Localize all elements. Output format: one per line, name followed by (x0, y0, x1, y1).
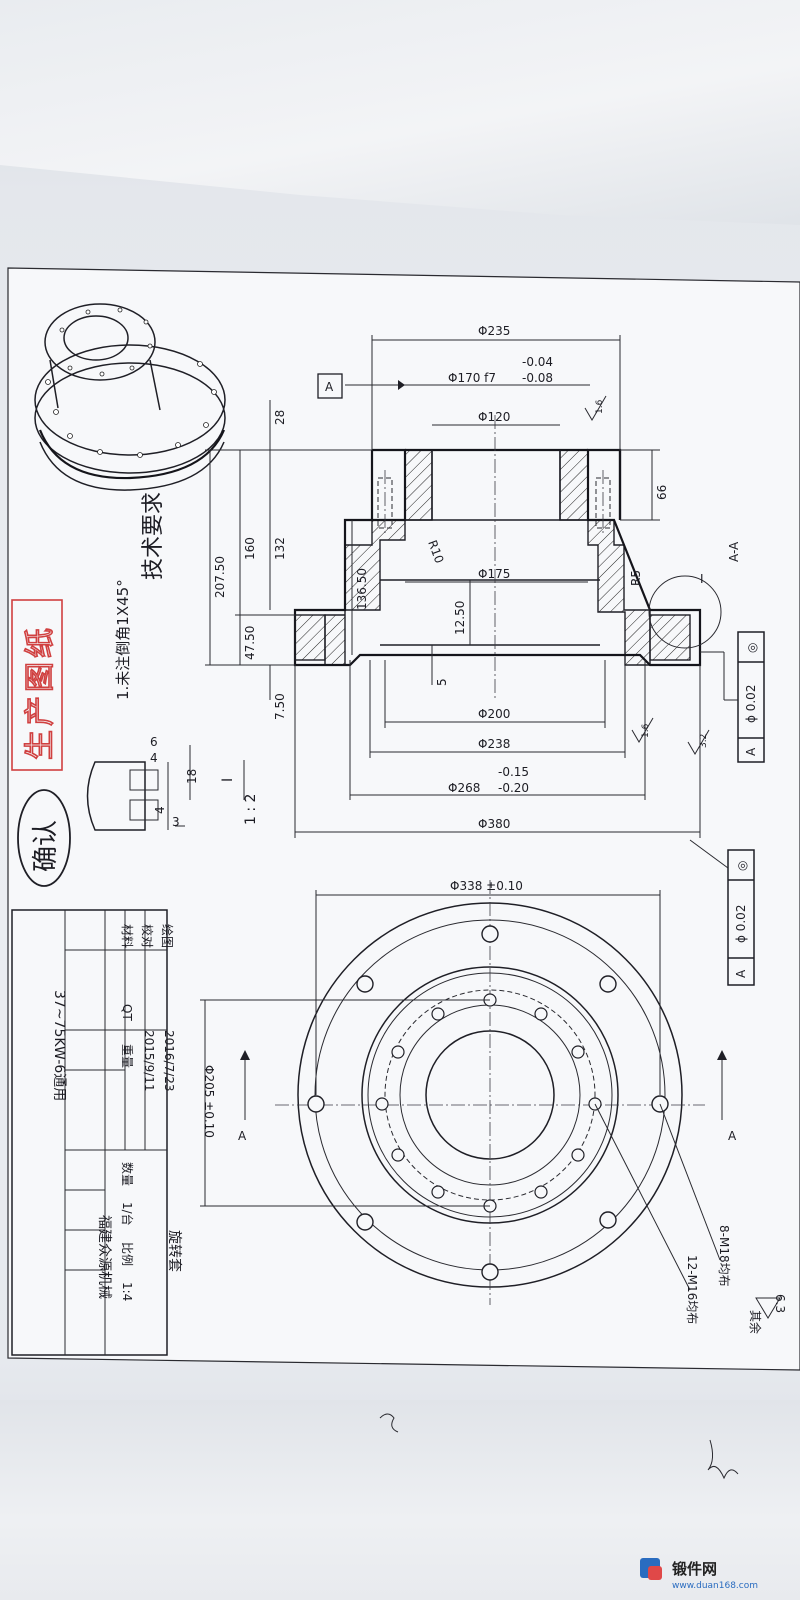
detail-dim-3: 3 (172, 815, 180, 829)
tb-company: 福建众源机械 (96, 1215, 112, 1299)
pen-scribble (707, 1439, 739, 1480)
roughness-bore: 1.6 (641, 723, 651, 738)
dim-d268: Φ268 (448, 781, 480, 795)
notes-heading: 技术要求 (141, 492, 166, 580)
detail-dim-6: 6 (150, 735, 158, 749)
dim-d170: Φ170 f7 (448, 371, 496, 385)
radius-r5: R5 (629, 570, 643, 586)
dim-l66: 66 (655, 485, 669, 500)
detail-scale: 1 : 2 (243, 794, 259, 825)
other-roughness-value: 6.3 (773, 1294, 787, 1313)
dim-l207: 207.50 (213, 556, 227, 598)
tol-symbol-top: ◎ (745, 643, 759, 653)
tb-part-name: 旋转套 (166, 1230, 182, 1272)
tb-scale-label: 比例 (120, 1242, 134, 1266)
section-view: A Φ235 Φ170 f7 -0.04 -0.08 Φ120 Φ175 Φ20… (114, 324, 765, 986)
inner-holes-note: 12-M16均布 (685, 1255, 699, 1324)
dim-d170-upper: -0.04 (522, 355, 553, 369)
detail-dim-4b: 4 (153, 806, 167, 814)
roughness-top: 1.6 (595, 399, 605, 414)
tb-draw-label: 绘图 (160, 924, 175, 948)
tolerance-frame-bottom (689, 839, 755, 986)
confirm-stamp-text: 确认 (31, 820, 61, 872)
tb-material: QT (120, 1004, 134, 1021)
detail-view (86, 745, 191, 831)
roughness-symbol (584, 395, 710, 755)
tb-model: 37~75KW-6通用 (51, 990, 67, 1101)
dim-d170-lower: -0.08 (522, 371, 553, 385)
dim-d338: Φ338 ±0.10 (450, 879, 523, 893)
dim-d120: Φ120 (478, 410, 510, 424)
paper-bottom-edge (0, 1400, 800, 1600)
tb-check-date: 2015/9/11 (142, 1030, 156, 1092)
tb-check-label: 校对 (140, 924, 155, 948)
tolerance-frame-top (700, 631, 765, 763)
dim-l5: 5 (435, 678, 449, 686)
watermark-logo (640, 1558, 662, 1580)
pen-mark (379, 1413, 399, 1433)
dim-l136: 136.50 (355, 568, 369, 610)
plan-view (200, 880, 727, 1305)
tol-value-top: ϕ 0.02 (744, 685, 758, 723)
detail-title: I (220, 778, 236, 782)
dim-d205: Φ205 ±0.10 (202, 1065, 216, 1138)
dim-l28: 28 (273, 410, 287, 425)
tb-material-label: 材料 (120, 924, 134, 948)
other-roughness-label: 其余 (748, 1310, 763, 1334)
watermark-url: www.duan168.com (672, 1581, 758, 1591)
tol-value-bottom: ϕ 0.02 (734, 905, 748, 943)
dim-l12: 12.50 (453, 601, 467, 635)
datum-box (317, 373, 343, 399)
detail-dim-18: 18 (185, 769, 199, 784)
tb-weight-label: 重量 (120, 1044, 134, 1068)
detail-dim-4a: 4 (150, 751, 158, 765)
tol-symbol-bottom: ◎ (735, 861, 749, 871)
tol-ref-bottom: A (734, 969, 748, 978)
section-label: A-A (727, 541, 741, 562)
other-roughness-symbol (755, 1297, 781, 1319)
production-stamp-text: 生产图纸 (23, 624, 58, 760)
dim-l160: 160 (243, 537, 257, 560)
roughness-face: 3.2 (699, 734, 709, 748)
tb-qty-label: 数量 (120, 1162, 135, 1186)
dim-l132: 132 (273, 537, 287, 560)
confirm-stamp (17, 789, 71, 887)
tol-ref-top: A (744, 747, 758, 756)
cut-label-left: A (238, 1129, 247, 1143)
outer-bolt-holes (307, 925, 669, 1281)
dim-d200: Φ200 (478, 707, 510, 721)
outer-holes-note: 8-M18均布 (717, 1225, 731, 1287)
tb-scale: 1:4 (120, 1282, 134, 1301)
title-block (11, 909, 168, 1356)
dim-l47: 47.50 (243, 626, 257, 660)
dim-d268-lower: -0.20 (498, 781, 529, 795)
dim-d235: Φ235 (478, 324, 510, 338)
cut-label-right: A (728, 1129, 737, 1143)
inner-bolt-holes (375, 993, 602, 1213)
datum-label: A (325, 380, 334, 394)
notes-item-1: 1.未注倒角1X45° (114, 579, 132, 700)
tb-draw-date: 2016/7/23 (162, 1030, 176, 1092)
dim-d238: Φ238 (478, 737, 510, 751)
dim-d175: Φ175 (478, 567, 510, 581)
dim-l7: 7.50 (273, 693, 287, 720)
production-stamp (11, 599, 63, 771)
isometric-view (34, 303, 226, 491)
tb-qty: 1/台 (120, 1202, 135, 1226)
dim-d268-upper: -0.15 (498, 765, 529, 779)
watermark-brand: 锻件网 (672, 1560, 717, 1578)
detail-mark: I (700, 572, 704, 586)
dim-d380: Φ380 (478, 817, 510, 831)
